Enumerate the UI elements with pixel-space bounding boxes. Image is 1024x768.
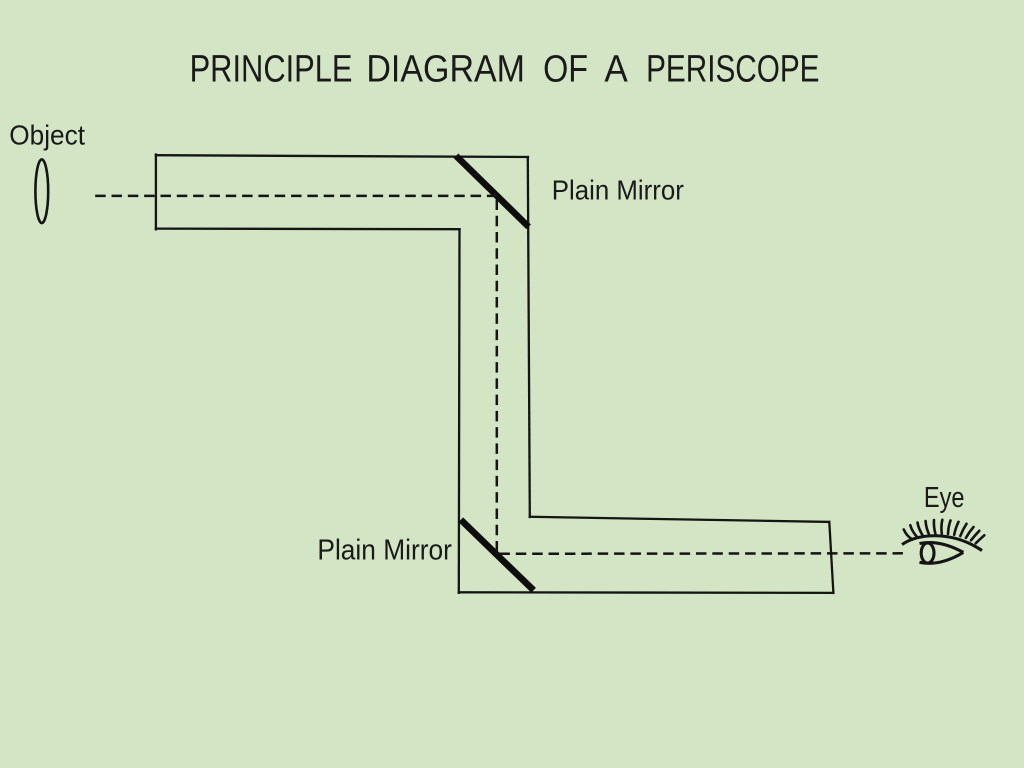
svg-text:Eye: Eye	[924, 482, 965, 514]
svg-text:Object: Object	[9, 120, 85, 151]
svg-text:A: A	[604, 48, 628, 90]
svg-text:OF: OF	[543, 48, 588, 90]
svg-text:Plain Mirror: Plain Mirror	[317, 535, 452, 567]
svg-text:PRINCIPLE: PRINCIPLE	[190, 48, 353, 90]
svg-text:Plain Mirror: Plain Mirror	[552, 175, 684, 206]
svg-text:DIAGRAM: DIAGRAM	[366, 48, 525, 90]
svg-text:PERISCOPE: PERISCOPE	[646, 48, 819, 90]
